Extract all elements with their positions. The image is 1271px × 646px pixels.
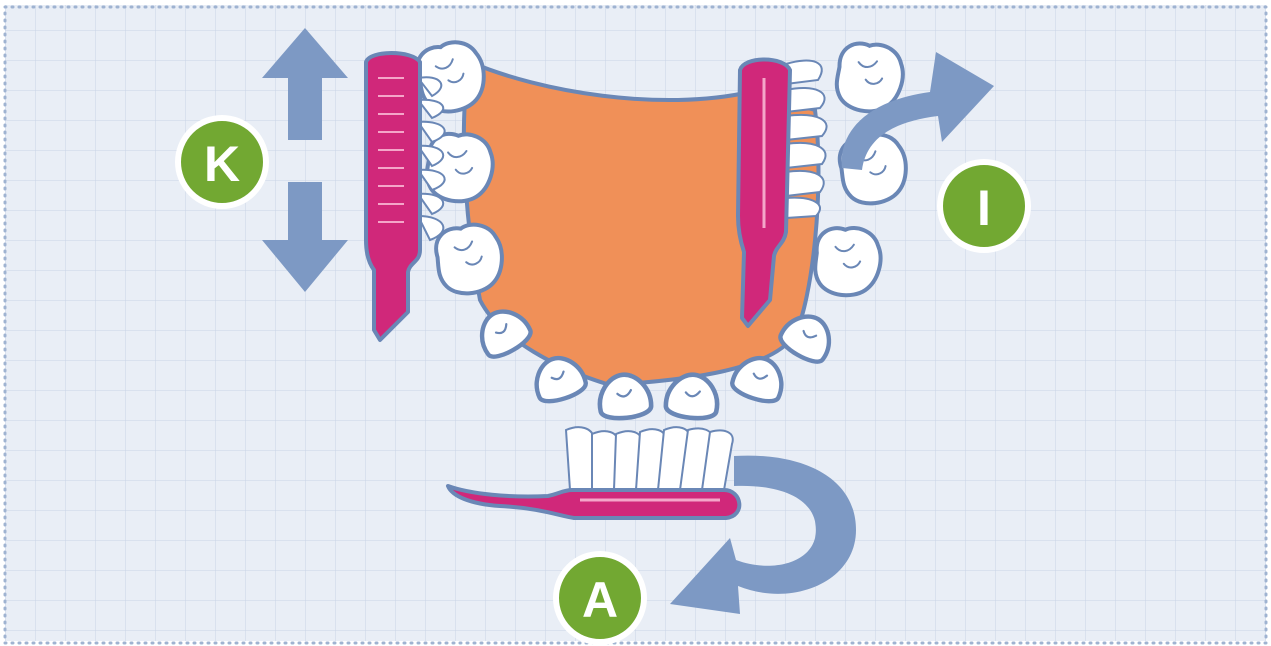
badge-i: I — [937, 159, 1031, 253]
label-k: K — [204, 136, 240, 192]
badge-a: A — [553, 551, 647, 645]
badge-k: K — [175, 115, 269, 209]
bristles-right — [785, 59, 828, 220]
toothbrush-left — [364, 51, 446, 342]
dotted-border — [3, 5, 1268, 645]
label-i: I — [977, 180, 991, 236]
toothbrush-bottom — [446, 426, 742, 520]
label-a: A — [582, 572, 618, 628]
bristles-left — [416, 76, 446, 242]
toothbrush-right — [736, 57, 828, 328]
u-turn-arrow-icon — [670, 455, 856, 614]
bristles-bottom — [564, 426, 734, 491]
double-arrow-vertical-icon — [262, 28, 348, 292]
curved-arrow-icon — [841, 52, 994, 170]
